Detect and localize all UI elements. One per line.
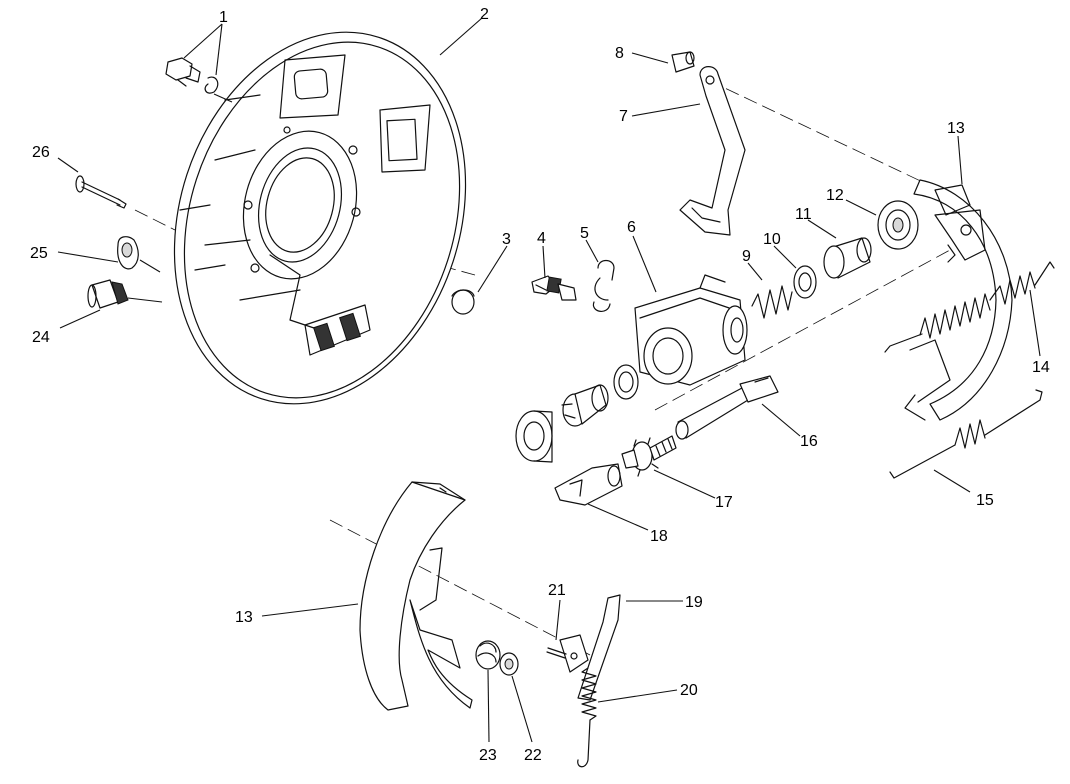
callout-21: 21	[548, 582, 566, 599]
lever-pin	[671, 51, 695, 73]
callout-13-lower: 13	[235, 609, 253, 626]
callout-13-upper: 13	[947, 120, 965, 137]
backing-plate	[173, 31, 467, 405]
callout-20: 20	[680, 682, 698, 699]
brake-shoe-lower	[359, 481, 473, 711]
callout-14: 14	[1032, 359, 1050, 376]
seal-ring-left	[613, 364, 639, 400]
return-spring-14	[884, 261, 1055, 353]
callout-23: 23	[479, 747, 497, 764]
adjuster-socket	[554, 463, 623, 506]
piston-left	[561, 384, 609, 427]
callout-18: 18	[650, 528, 668, 545]
callout-15: 15	[976, 492, 994, 509]
access-plug	[451, 289, 475, 315]
grommet	[117, 236, 161, 273]
adjuster-screw	[621, 435, 677, 477]
callout-26: 26	[32, 144, 50, 161]
callout-12: 12	[826, 187, 844, 204]
spring-cup	[475, 640, 501, 670]
callout-10: 10	[763, 231, 781, 248]
callout-8: 8	[615, 45, 624, 62]
leader-lines	[57, 17, 1041, 743]
callout-22: 22	[524, 747, 542, 764]
callout-24: 24	[32, 329, 50, 346]
washer	[499, 652, 519, 676]
cup-10	[793, 265, 817, 299]
bleeder-screw	[531, 275, 577, 301]
cylinder-cup-left	[515, 410, 553, 463]
callout-2: 2	[480, 6, 489, 23]
brake-shoe-upper	[904, 179, 1013, 421]
dust-cap	[592, 259, 615, 312]
spring-20	[577, 667, 597, 768]
spring-9	[751, 285, 793, 319]
callout-16: 16	[800, 433, 818, 450]
callout-labels: 1 2 3 4 5 6 7 8 9 10 11 12 13 13 14 15 1…	[30, 6, 1050, 764]
alignment-lines	[134, 79, 951, 656]
callout-3: 3	[502, 231, 511, 248]
callout-11: 11	[795, 206, 812, 223]
adjuster-sleeve	[675, 375, 779, 440]
boot-12	[877, 200, 919, 250]
bolt-and-washer	[165, 57, 233, 103]
piston-11	[823, 237, 872, 279]
callout-17: 17	[715, 494, 733, 511]
hold-down-pin	[75, 175, 127, 209]
callout-6: 6	[627, 219, 636, 236]
parking-strut	[546, 594, 621, 701]
parking-lever	[679, 66, 746, 236]
plug	[87, 279, 163, 309]
return-spring-15	[889, 389, 1043, 479]
callout-4: 4	[537, 230, 546, 247]
callout-1: 1	[219, 9, 228, 26]
callout-5: 5	[580, 225, 589, 242]
callout-19: 19	[685, 594, 703, 611]
callout-9: 9	[742, 248, 751, 265]
callout-7: 7	[619, 108, 628, 125]
callout-25: 25	[30, 245, 48, 262]
wheel-cylinder	[634, 274, 748, 386]
